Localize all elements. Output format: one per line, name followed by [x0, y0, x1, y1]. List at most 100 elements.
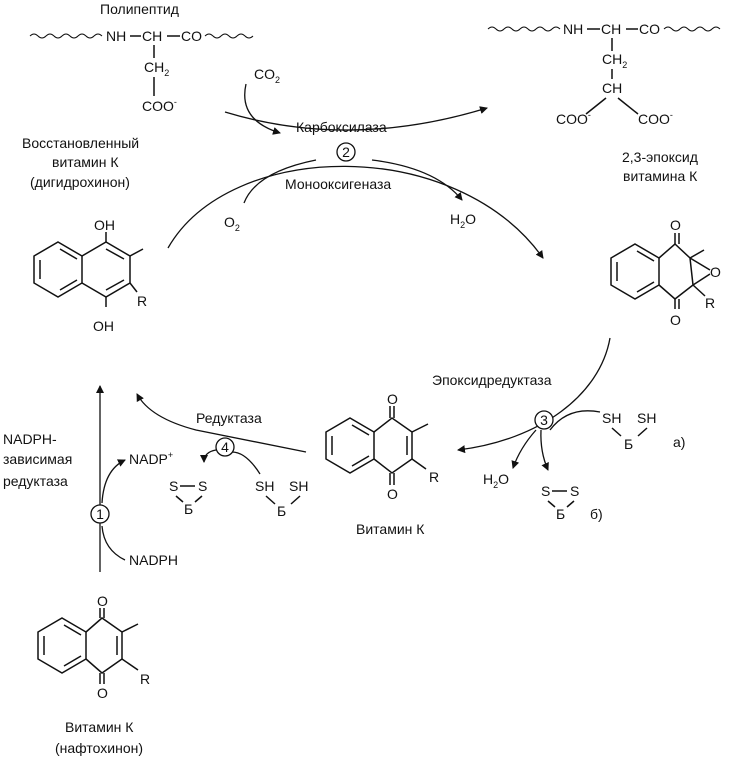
epoxide-reductase-arrow — [457, 337, 611, 454]
ch2-group: CH2 — [602, 51, 627, 70]
bond — [617, 97, 639, 115]
thiol-label: SH — [289, 478, 308, 494]
sulfur-label: S — [198, 478, 207, 494]
carbonyl-oxygen-label: O — [97, 685, 108, 701]
carbonyl-oxygen-label: O — [97, 593, 108, 609]
nadph-label: NADPH — [129, 552, 178, 568]
svg-text:4: 4 — [221, 439, 229, 455]
disulfide-variant-b: S S Б б) — [541, 483, 603, 522]
co2-input-arrow — [244, 83, 281, 135]
epoxide-reductase-label: Эпоксидредуктаза — [432, 372, 552, 388]
disulfide-release-arrow — [540, 429, 549, 471]
carbonyl-oxygen-label: O — [670, 217, 681, 233]
carboxylate-group: COO- — [142, 97, 177, 114]
nadp-label: NADP+ — [129, 450, 173, 467]
dithiol-input-line — [549, 410, 601, 431]
r-group-label: R — [705, 295, 715, 311]
reductase-arrow — [136, 393, 307, 453]
gla-residue-structure: NH CH CO CH2 CH COO- COO- — [487, 21, 721, 127]
polypeptide-chain-left — [29, 33, 103, 39]
r-group-label: R — [429, 469, 439, 485]
sulfur-label: S — [541, 483, 550, 499]
variant-a-label: а) — [673, 434, 685, 450]
svg-text:2: 2 — [342, 144, 350, 160]
ch-group: CH — [601, 21, 621, 37]
disulfide-left: S S Б — [169, 478, 207, 517]
o2-input-line — [243, 159, 317, 204]
carboxylate-group: COO- — [638, 110, 673, 127]
polypeptide-label: Полипептид — [100, 1, 179, 17]
epoxide-label-line1: 2,3-эпоксид — [622, 149, 698, 165]
carboxylate-group: COO- — [556, 110, 591, 127]
co2-label: CO2 — [254, 66, 280, 85]
thiol-label: SH — [637, 410, 656, 426]
hydroquinone-structure: OH OH R — [33, 217, 147, 334]
nadph-input-line — [101, 525, 126, 561]
sulfur-label: S — [169, 478, 178, 494]
nadp-output-arrow — [101, 459, 126, 504]
thiol-label: SH — [602, 410, 621, 426]
monooxygenase-label: Монооксигеназа — [285, 176, 391, 192]
svg-text:3: 3 — [540, 412, 548, 428]
hydroxyl-label: OH — [93, 318, 114, 334]
nh-group: NH — [106, 28, 126, 44]
hydroxyl-label: OH — [94, 217, 115, 233]
naphthoquinone-label-line1: Витамин К — [65, 719, 134, 735]
h2o-label: H2O — [450, 211, 476, 230]
h2o-output-arrow — [371, 159, 463, 201]
o2-label: O2 — [224, 214, 240, 233]
disulfide-release-arrow — [200, 449, 217, 463]
polypeptide-chain-right — [663, 26, 721, 32]
co-group: CO — [181, 28, 202, 44]
vitamin-k-label: Витамин К — [356, 521, 425, 537]
bond — [585, 97, 607, 115]
carbonyl-oxygen-label: O — [387, 391, 398, 407]
thiol-label: SH — [255, 478, 274, 494]
co-group: CO — [639, 21, 660, 37]
nh-group: NH — [563, 21, 583, 37]
reductase-label: Редуктаза — [196, 410, 262, 426]
carbonyl-oxygen-label: O — [387, 486, 398, 502]
reduced-vitamin-k-label-line2: витамин К — [52, 154, 119, 170]
h2o-label: H2O — [483, 471, 509, 490]
ch-group: CH — [602, 80, 622, 96]
dithiol-input-line — [231, 451, 261, 475]
monooxygenase-arrow — [167, 165, 544, 259]
polypeptide-chain-left — [487, 26, 561, 32]
naphthoquinone-label-line2: (нафтохинон) — [55, 740, 143, 756]
step-1-marker: 1 — [90, 504, 110, 524]
dithiol-variant-a: SH SH Б а) — [602, 410, 685, 452]
svg-text:1: 1 — [96, 506, 104, 522]
ch2-group: CH2 — [144, 59, 169, 78]
polypeptide-chain-right — [204, 33, 254, 39]
epoxide-structure: O O O R — [610, 217, 721, 328]
dithiol-left: SH SH Б — [255, 478, 308, 519]
step-2-marker: 2 — [336, 142, 356, 162]
r-group-label: R — [140, 671, 150, 687]
naphthoquinone-structure: O O R — [37, 593, 150, 701]
variant-b-label: б) — [590, 506, 603, 522]
sulfur-label: S — [570, 483, 579, 499]
ch-group: CH — [142, 28, 162, 44]
reduced-vitamin-k-label-line1: Восстановленный — [22, 135, 139, 151]
polypeptide-glutamate-structure: Полипептид NH CH CO CH2 COO- — [29, 1, 254, 114]
carbonyl-oxygen-label: O — [670, 312, 681, 328]
epoxide-label-line2: витамина К — [623, 168, 698, 184]
nadph-reductase-label-line1: NADPH- — [3, 431, 57, 447]
reduced-vitamin-k-label-line3: (дигидрохинон) — [30, 174, 130, 190]
protein-b-label: Б — [624, 436, 633, 452]
protein-b-label: Б — [184, 501, 193, 517]
r-group-label: R — [137, 293, 147, 309]
nadph-reductase-label-line3: редуктаза — [3, 473, 68, 489]
h2o-release-arrow — [511, 429, 537, 469]
nadph-reductase-label-line2: зависимая — [3, 451, 72, 467]
step-3-marker: 3 — [534, 410, 554, 430]
vitamin-k-center-structure: O O R — [325, 391, 439, 502]
epoxide-oxygen-label: O — [710, 264, 721, 280]
protein-b-label: Б — [277, 503, 286, 519]
protein-b-label: Б — [556, 506, 565, 522]
carboxylase-label: Карбоксилаза — [296, 119, 387, 135]
step-4-marker: 4 — [215, 437, 235, 457]
carboxylation-arrow — [224, 106, 488, 131]
